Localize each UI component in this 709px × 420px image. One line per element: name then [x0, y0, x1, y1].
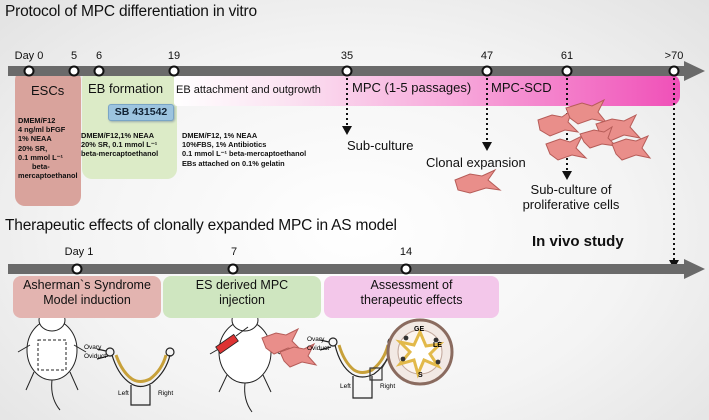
timeline-bar-2	[8, 259, 705, 279]
right-label-2: Right	[380, 383, 396, 390]
day-label-19: 19	[167, 50, 181, 62]
timeline-dot	[68, 65, 80, 77]
subculture-prolif-line: Sub-culture of	[530, 182, 612, 197]
model-induction-line: Asherman`s Syndrome	[23, 278, 151, 292]
subculture-prolif-label: Sub-culture of proliferative cells	[521, 182, 621, 212]
cell-cluster-clonal	[454, 168, 502, 194]
eb-protocol-line: 20% SR, 0.1 mmol L⁻¹	[81, 140, 158, 150]
syringe-icon	[215, 326, 249, 355]
day-label-5: 5	[70, 50, 78, 62]
escs-protocol-line: mercaptoethanol	[18, 171, 78, 181]
mouse-illustration-2	[209, 303, 281, 413]
assessment-box	[324, 276, 499, 318]
model-induction-line: Model induction	[43, 293, 131, 307]
eb-protocol: DMEM/F12,1% NEAA 20% SR, 0.1 mmol L⁻¹ be…	[81, 131, 158, 159]
escs-protocol-line: 1% NEAA	[18, 134, 52, 144]
escs-protocol-line: beta-	[32, 162, 50, 172]
in-vivo-label: In vivo study	[532, 233, 624, 250]
assessment-line: Assessment of	[370, 278, 453, 292]
assessment-label: Assessment of therapeutic effects	[324, 278, 499, 308]
le-label: LE	[433, 342, 442, 349]
histology-cross-section-icon	[386, 318, 454, 386]
timeline-dot	[668, 65, 680, 77]
injection-line: injection	[219, 293, 265, 307]
day-label-0: Day 0	[14, 50, 44, 62]
day-label-47: 47	[480, 50, 494, 62]
attach-protocol: DMEM/F12, 1% NEAA 10%FBS, 1% Antibiotics…	[182, 131, 306, 168]
timeline-dot	[71, 263, 83, 275]
injection-label: ES derived MPC injection	[163, 278, 321, 308]
timeline-dot	[227, 263, 239, 275]
timeline-dot	[168, 65, 180, 77]
timeline-dot	[23, 65, 35, 77]
eb-attachment-label: EB attachment and outgrowth	[176, 84, 321, 96]
attach-protocol-line: DMEM/F12, 1% NEAA	[182, 131, 258, 140]
ge-label: GE	[414, 326, 425, 333]
timeline-dot	[561, 65, 573, 77]
assessment-line: therapeutic effects	[360, 293, 463, 307]
subculture-label: Sub-culture	[347, 138, 414, 153]
eb-formation-label: EB formation	[88, 81, 164, 96]
mpc-passage-label: MPC (1-5 passages)	[352, 80, 472, 95]
attach-protocol-line: 10%FBS, 1% Antibiotics	[182, 140, 267, 150]
eb-formation-box	[82, 70, 177, 179]
left-label-2: Left	[340, 383, 351, 390]
ovary-label-1: Ovary	[84, 344, 102, 351]
timeline-dot	[400, 263, 412, 275]
timeline-bar-1	[8, 61, 705, 81]
sb431542-label: SB 431542	[114, 106, 168, 118]
attach-protocol-line: 0.1 mmol L⁻¹ beta-mercaptoethanol	[182, 149, 307, 159]
mouse-illustration-1	[17, 303, 87, 411]
escs-box	[15, 70, 81, 206]
sb431542-badge: SB 431542	[108, 104, 174, 121]
right-label-1: Right	[158, 390, 174, 397]
day-label-70: >70	[664, 50, 684, 62]
timeline-dot	[93, 65, 105, 77]
day-label-61: 61	[560, 50, 574, 62]
mpc-scd-label: MPC-SCD	[491, 80, 552, 95]
subculture-prolif-line: proliferative cells	[522, 197, 620, 212]
eb-protocol-line: beta-mercaptoethanol	[81, 149, 159, 159]
injection-box	[163, 276, 321, 318]
day-label-6: 6	[95, 50, 103, 62]
day-label-7: 7	[230, 246, 238, 258]
model-induction-box	[13, 276, 161, 318]
timeline-dot	[341, 65, 353, 77]
escs-protocol-line: 4 ng/ml bFGF	[18, 125, 66, 135]
escs-protocol-line: 20% SR,	[18, 143, 48, 153]
uterus-illustration-1	[96, 347, 175, 406]
left-label-1: Left	[118, 390, 129, 397]
protocol-title: Protocol of MPC differentiation in vitro	[5, 3, 257, 20]
escs-protocol-line: DMEM/F12	[18, 116, 56, 125]
timeline-dot	[481, 65, 493, 77]
day-label-35: 35	[340, 50, 354, 62]
clonal-expansion-label: Clonal expansion	[426, 155, 526, 170]
escs-label: ESCs	[31, 83, 65, 98]
day-label-1: Day 1	[64, 246, 94, 258]
s-label: S	[418, 372, 423, 379]
day-label-14: 14	[399, 246, 413, 258]
oviduct-label-2: Oviduct	[307, 345, 330, 352]
oviduct-label-1: Oviduct	[84, 353, 107, 360]
mpc-stage-bar	[174, 74, 680, 106]
therapeutic-title: Therapeutic effects of clonally expanded…	[5, 217, 397, 234]
escs-protocol-line: 0.1 mmol L⁻¹	[18, 152, 63, 162]
ovary-label-2: Ovary	[307, 336, 325, 343]
model-induction-label: Asherman`s Syndrome Model induction	[13, 278, 161, 308]
injection-line: ES derived MPC	[195, 278, 289, 292]
escs-protocol: DMEM/F12 4 ng/ml bFGF 1% NEAA 20% SR, 0.…	[18, 116, 78, 180]
attach-protocol-line: EBs attached on 0.1% gelatin	[182, 158, 285, 168]
eb-protocol-line: DMEM/F12,1% NEAA	[81, 131, 155, 140]
cell-cluster-scd	[537, 98, 652, 161]
cell-cluster-injection	[261, 327, 318, 368]
